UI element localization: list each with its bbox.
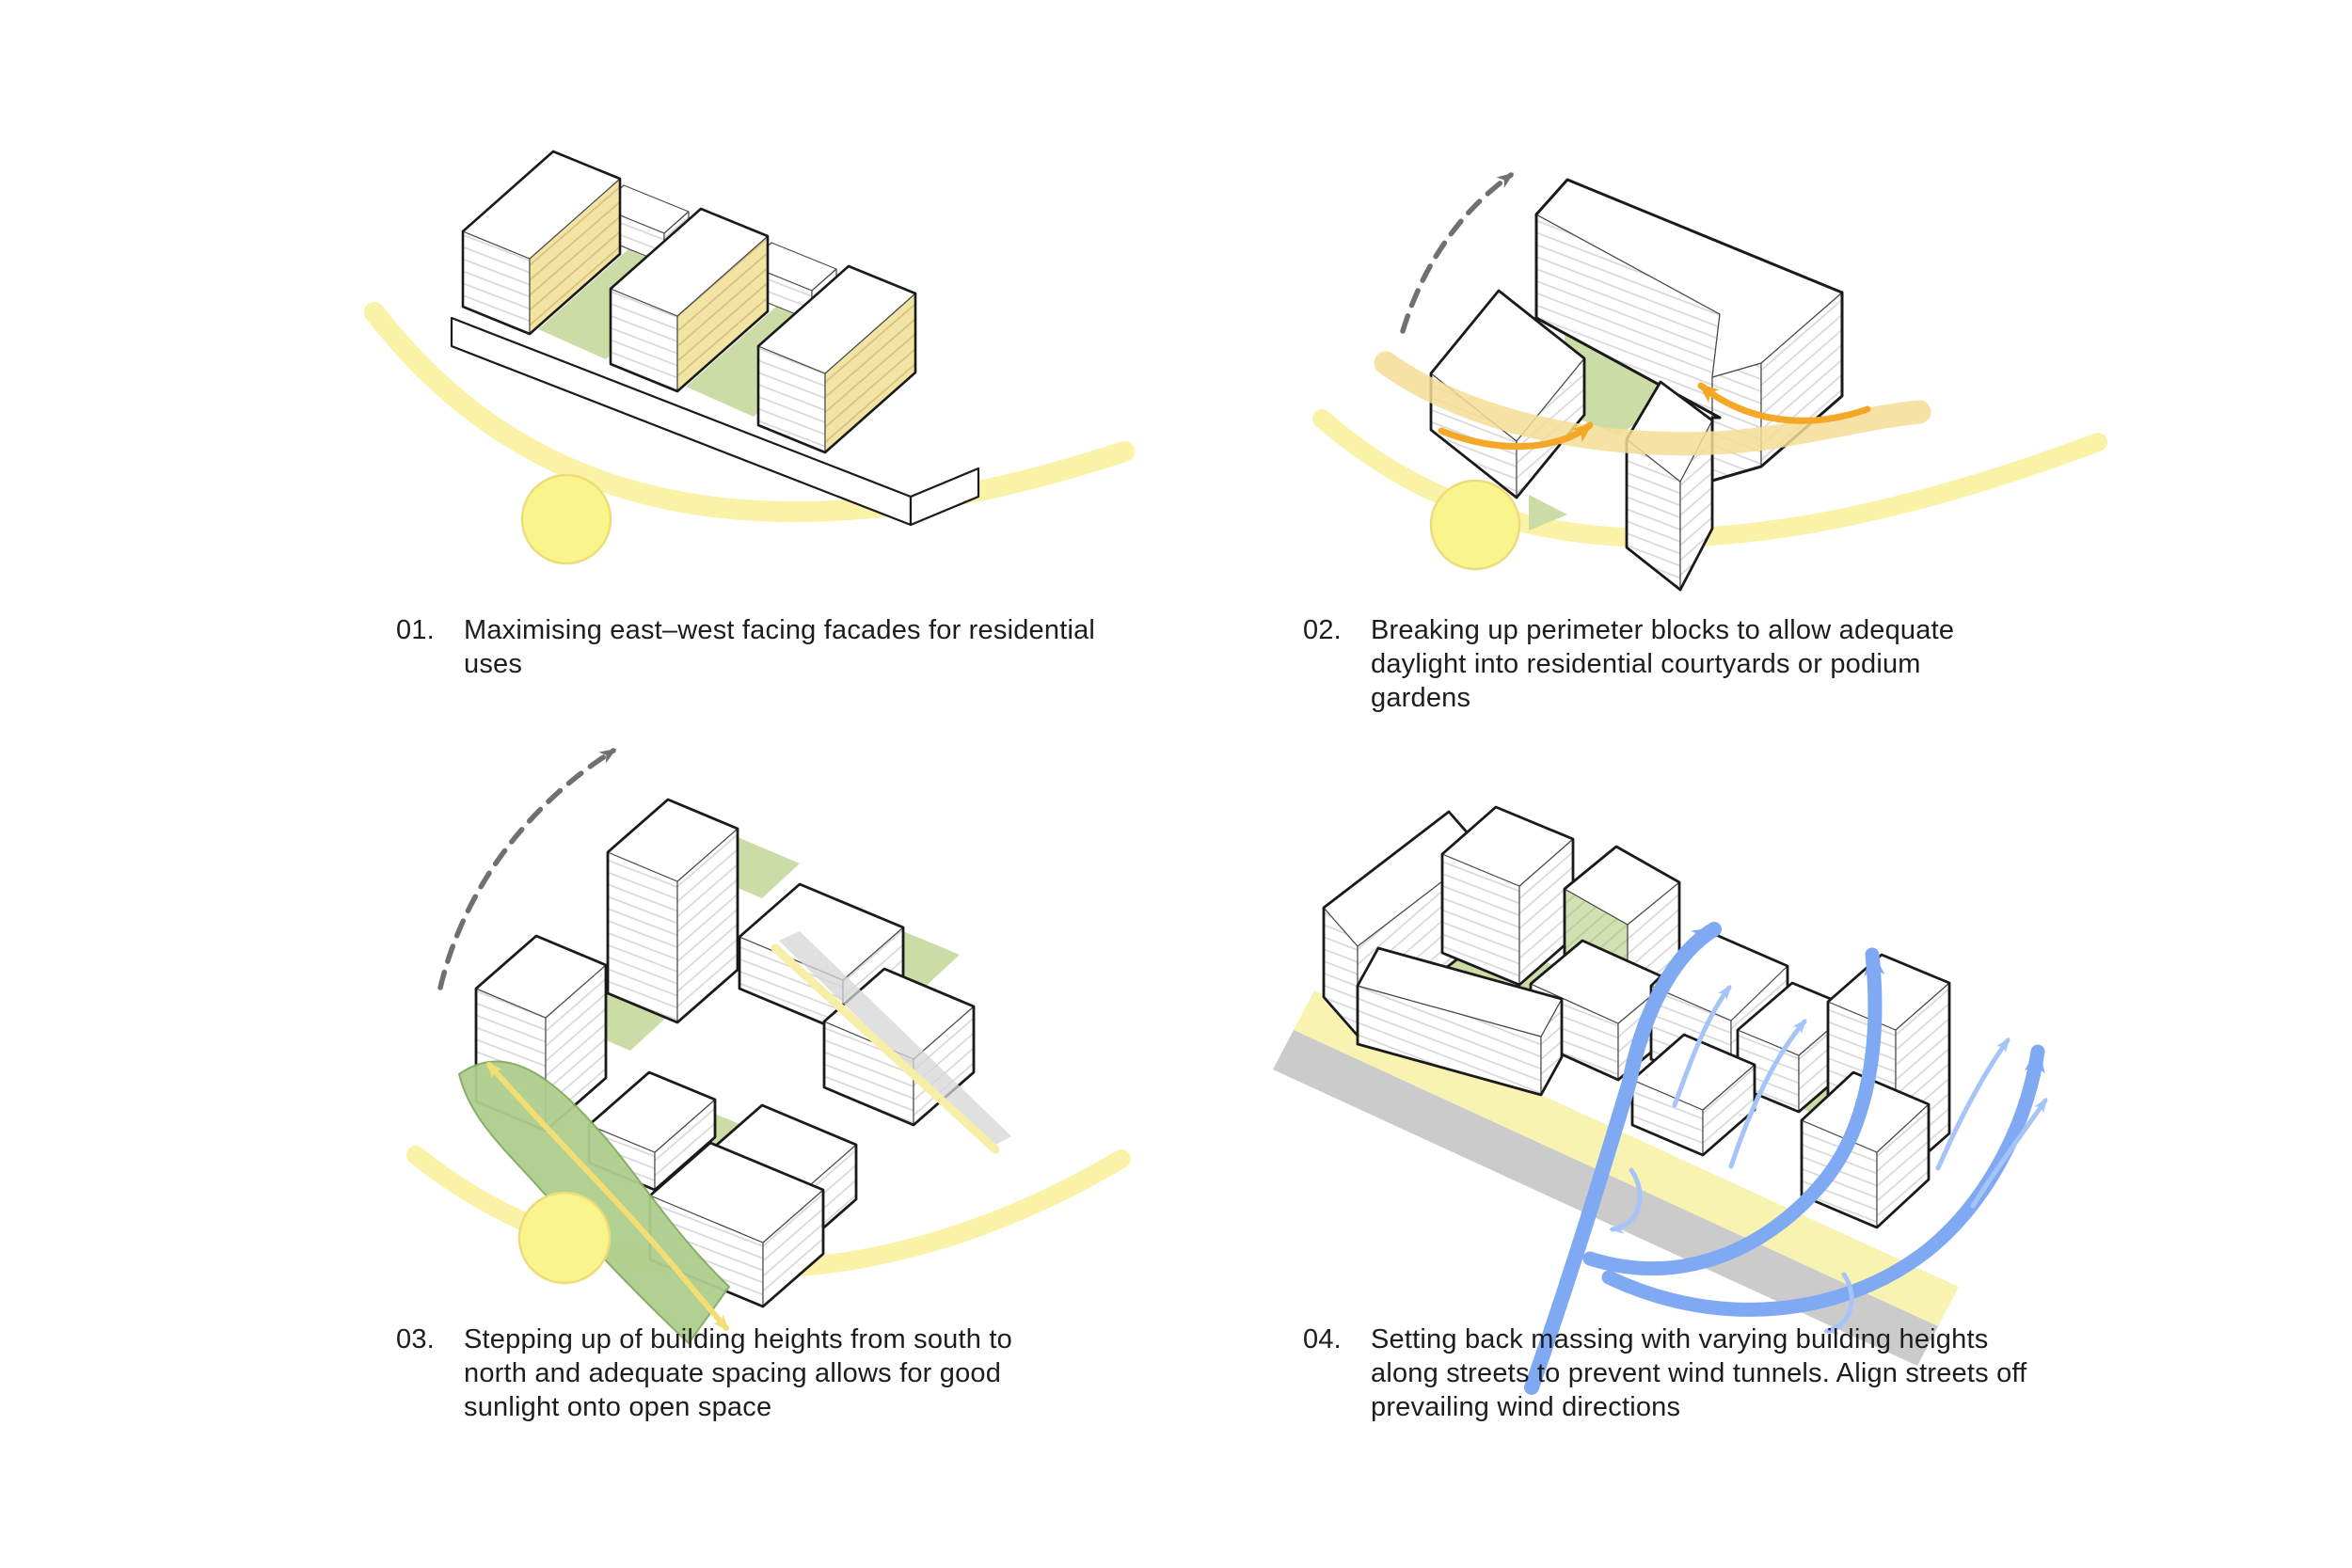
sun-path-arc xyxy=(1312,409,2107,547)
caption-text: Maximising east–west facing facades for … xyxy=(464,615,1096,679)
diagram-02-perimeter-blocks xyxy=(1312,172,2107,592)
caption-panel-03: 03. Stepping up of building heights from… xyxy=(396,1323,1073,1424)
diagram-01-east-west-facades xyxy=(364,150,1135,565)
wind-arrow-icon xyxy=(1524,922,2045,1395)
courtyard-block xyxy=(1625,380,1714,592)
residential-slab xyxy=(609,207,770,393)
north-arrow-icon xyxy=(1400,172,1515,334)
caption-number: 03. xyxy=(396,1324,435,1354)
street xyxy=(1273,990,1959,1366)
caption-number: 01. xyxy=(396,615,435,645)
caption-panel-04: 04. Setting back massing with varying bu… xyxy=(1303,1323,2027,1424)
residential-slab xyxy=(756,264,917,454)
daylight-arrow-icon xyxy=(1438,382,1871,451)
diagram-03-stepping-heights xyxy=(406,748,1131,1345)
sunlight-arrow-icon xyxy=(486,1062,729,1332)
residential-slab xyxy=(461,150,622,336)
diagram-04-wind-setbacks xyxy=(1273,805,2048,1395)
caption-text: Breaking up perimeter blocks to allow ad… xyxy=(1371,615,1955,713)
caption-number: 02. xyxy=(1303,615,1342,645)
sun-icon xyxy=(517,1191,612,1285)
caption-panel-02: 02. Breaking up perimeter blocks to allo… xyxy=(1303,613,2027,715)
caption-text: Stepping up of building heights from sou… xyxy=(464,1324,1012,1422)
caption-text: Setting back massing with varying buildi… xyxy=(1371,1324,2027,1422)
north-arrow-icon xyxy=(437,748,617,990)
wind-arrow-thin-icon xyxy=(1609,984,2048,1335)
street xyxy=(771,931,1011,1154)
caption-panel-01: 01. Maximising east–west facing facades … xyxy=(396,613,1139,681)
sun-icon xyxy=(520,473,612,565)
caption-number: 04. xyxy=(1303,1324,1342,1354)
daylight-swoosh xyxy=(1374,351,1931,456)
tower-building xyxy=(606,798,739,1024)
sun-icon xyxy=(1429,479,1521,571)
